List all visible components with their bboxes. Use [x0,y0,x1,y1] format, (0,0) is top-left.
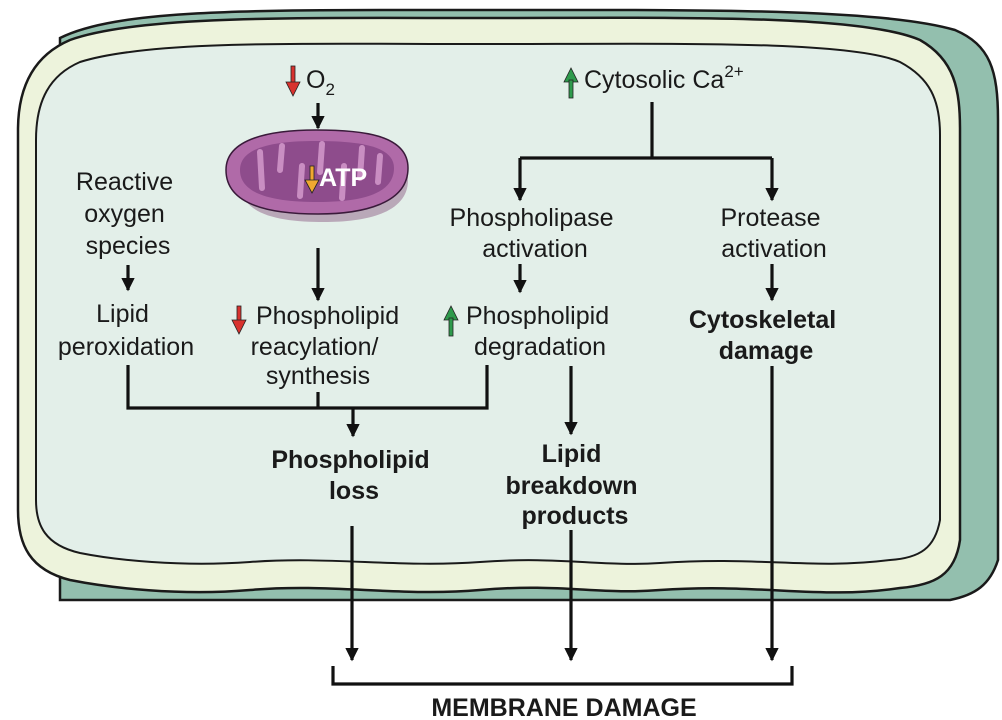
line-merge-bar [126,365,489,410]
lipid-breakdown-label: Lipid breakdown products [506,440,645,530]
indicators [231,65,579,337]
calcium-label: Cytosolic Ca2+ [584,62,744,94]
connectors [121,102,794,686]
protease-label: Protease activation [720,204,827,263]
reacylation-label: Phospholipid reacylation/ synthesis [251,302,406,390]
lipid-peroxidation-label: Lipid peroxidation [58,300,194,361]
reacylation-down-arrow-icon [231,305,247,335]
mitochondrion [225,129,409,222]
ros-label: Reactive oxygen species [76,168,180,260]
cytoskeletal-label: Cytoskeletal damage [689,306,843,365]
membrane-damage-label: MEMBRANE DAMAGE [431,694,696,720]
phospholipid-loss-label: Phospholipid loss [271,446,436,505]
phospholipase-label: Phospholipase activation [450,204,621,263]
atp-label: ATP [319,164,367,192]
degradation-label: Phospholipid degradation [466,302,616,361]
labels: O2 Cytosolic Ca2+ ATP Reactive oxygen sp… [58,62,843,720]
o2-label: O2 [306,66,335,99]
membrane-bracket [331,666,794,686]
atp-down-arrow-icon [304,165,320,194]
mitochondrion-cristae [257,141,383,201]
degradation-up-arrow-icon [443,305,459,337]
o2-down-arrow-icon [285,65,301,97]
calcium-up-arrow-icon [563,67,579,99]
